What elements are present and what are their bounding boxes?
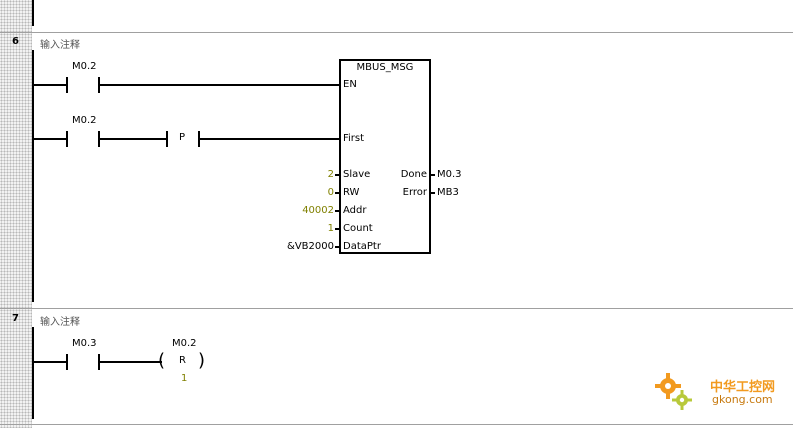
rung-2-wire-b xyxy=(100,138,166,140)
contact-1-left-bar[interactable] xyxy=(66,77,68,93)
p-contact-label[interactable]: P xyxy=(179,132,186,143)
pin-addr-stub xyxy=(335,210,339,212)
pin-addr-label: Addr xyxy=(343,205,367,216)
addr-value[interactable]: 40002 xyxy=(302,205,334,216)
contact-3-operand[interactable]: M0.3 xyxy=(72,338,97,349)
done-value[interactable]: M0.3 xyxy=(437,169,462,180)
dataptr-value[interactable]: &VB2000 xyxy=(287,241,334,252)
pin-dataptr-label: DataPtr xyxy=(343,241,381,252)
rung-3-wire-b xyxy=(100,361,162,363)
contact-2-operand[interactable]: M0.2 xyxy=(72,115,97,126)
network-7-separator xyxy=(0,308,793,309)
network-6-separator xyxy=(0,32,793,33)
network-7-number[interactable]: 7 xyxy=(12,313,19,324)
pin-error-label: Error xyxy=(402,187,427,198)
network-7-power-rail xyxy=(32,327,34,419)
network-6-comment[interactable]: 输入注释 xyxy=(40,40,80,51)
pin-done-stub xyxy=(431,174,435,176)
network-gutter xyxy=(0,0,32,428)
count-value[interactable]: 1 xyxy=(327,223,334,234)
contact-2-right-bar[interactable] xyxy=(98,131,100,147)
pin-count-stub xyxy=(335,228,339,230)
rung-2-wire-c xyxy=(200,138,340,140)
pin-done-label: Done xyxy=(400,169,427,180)
pin-slave-label: Slave xyxy=(343,169,371,180)
pin-count-label: Count xyxy=(343,223,373,234)
p-contact-left-bar[interactable] xyxy=(166,131,168,147)
watermark-logo: 中华工控网 gkong.com xyxy=(650,368,790,416)
pin-en-label: EN xyxy=(343,79,357,90)
pin-error-stub xyxy=(431,192,435,194)
contact-3-right-bar[interactable] xyxy=(98,354,100,370)
network-6-number[interactable]: 6 xyxy=(12,36,19,47)
pin-rw-stub xyxy=(335,192,339,194)
coil-count[interactable]: 1 xyxy=(181,373,188,384)
pin-slave-stub xyxy=(335,174,339,176)
coil-type[interactable]: R xyxy=(179,355,186,366)
gear-icon xyxy=(655,373,692,410)
rw-value[interactable]: 0 xyxy=(327,187,334,198)
pin-first-label: First xyxy=(343,133,365,144)
contact-3-left-bar[interactable] xyxy=(66,354,68,370)
contact-1-operand[interactable]: M0.2 xyxy=(72,61,97,72)
coil-left-arc[interactable]: ( xyxy=(158,350,166,371)
error-value[interactable]: MB3 xyxy=(437,187,459,198)
power-rail-top xyxy=(32,0,34,26)
coil-operand[interactable]: M0.2 xyxy=(172,338,197,349)
network-8-separator xyxy=(0,424,793,425)
coil-right-arc[interactable]: ) xyxy=(198,350,206,371)
p-contact-right-bar[interactable] xyxy=(198,131,200,147)
slave-value[interactable]: 2 xyxy=(327,169,334,180)
network-7-comment[interactable]: 输入注释 xyxy=(40,317,80,328)
rung-1-wire-a xyxy=(34,84,66,86)
pin-dataptr-stub xyxy=(335,246,339,248)
watermark-brand: 中华工控网 xyxy=(710,380,776,395)
rung-3-wire-a xyxy=(34,361,66,363)
pin-rw-label: RW xyxy=(343,187,360,198)
network-6-power-rail xyxy=(32,50,34,302)
watermark-url: gkong.com xyxy=(712,393,773,406)
mbus-msg-title: MBUS_MSG xyxy=(356,62,414,73)
rung-2-wire-a xyxy=(34,138,66,140)
contact-1-right-bar[interactable] xyxy=(98,77,100,93)
rung-1-wire-b xyxy=(100,84,340,86)
mbus-msg-block[interactable] xyxy=(339,59,431,254)
contact-2-left-bar[interactable] xyxy=(66,131,68,147)
